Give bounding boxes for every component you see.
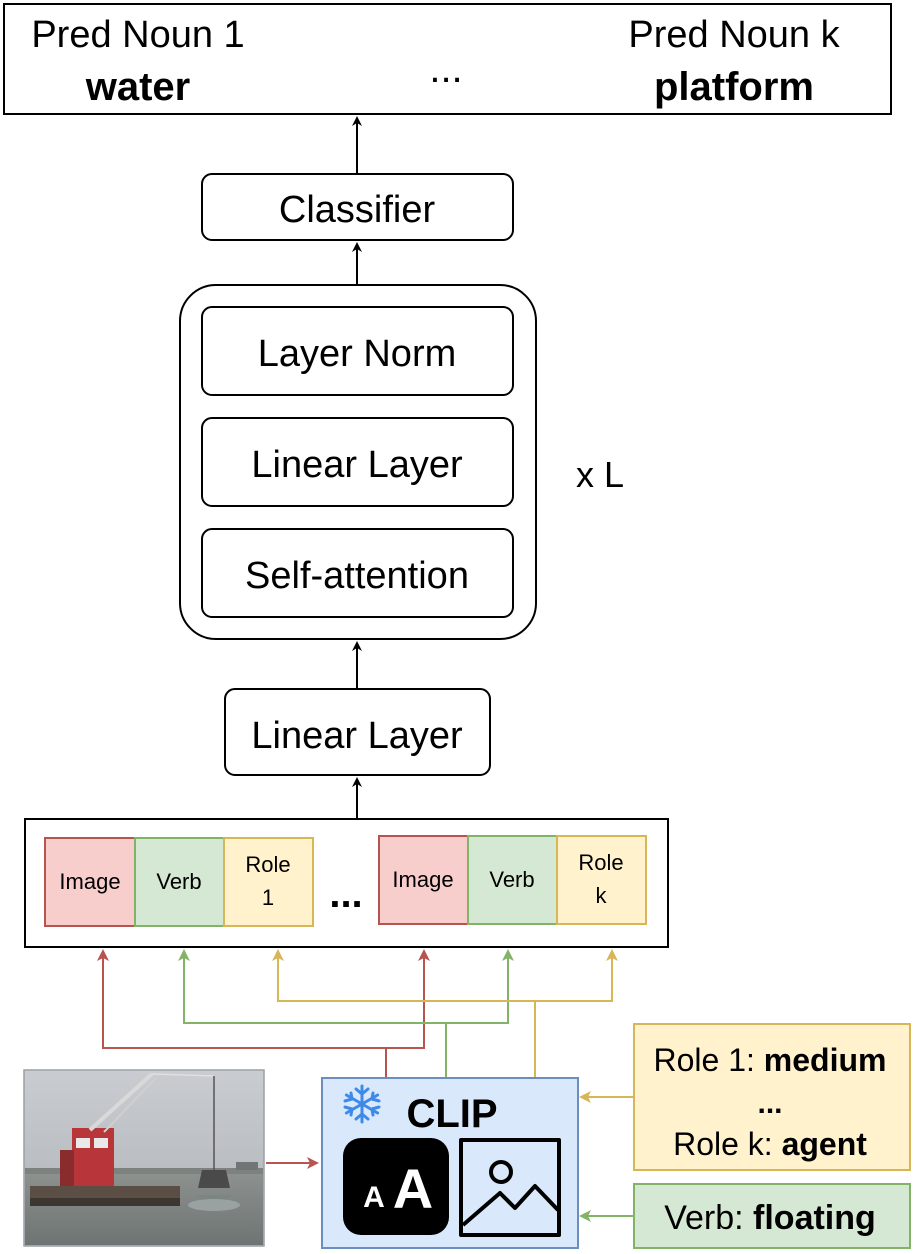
token-role-1: Role 1: [223, 837, 314, 927]
text-encoder-icon: A A: [343, 1138, 449, 1235]
token-ellipsis: ...: [329, 872, 362, 916]
role-connector-to-token-1: [272, 949, 536, 1078]
input-photo: [23, 1069, 265, 1247]
role-connector-to-token-k: [535, 949, 618, 1002]
snowflake-icon: [343, 1084, 381, 1124]
token-role-1-index: 1: [262, 885, 274, 910]
roles-input-box: Role 1: medium ... Role k: agent: [633, 1023, 911, 1171]
svg-text:A: A: [363, 1181, 385, 1214]
token-verb-k: Verb: [467, 835, 558, 925]
verb-connector-to-token-k: [446, 949, 514, 1024]
role-k-value: agent: [782, 1126, 868, 1162]
token-role-1-label: Role: [245, 852, 290, 877]
token-role-k-label: Role: [578, 850, 623, 875]
token-verb-k-label: Verb: [489, 867, 534, 892]
token-image-1: Image: [44, 837, 136, 927]
input-linear-layer-box: Linear Layer: [224, 688, 491, 776]
clip-encoder-box: CLIP A A: [321, 1077, 579, 1249]
verb-entry: Verb: floating: [664, 1199, 876, 1237]
token-verb-1-label: Verb: [156, 869, 201, 894]
prediction-output-box: Pred Noun 1 water ... Pred Noun k platfo…: [3, 3, 892, 115]
clip-verb-connectors: [178, 949, 514, 1078]
token-sequence-box: Image Verb Role 1 ... Image Verb Role k: [24, 818, 669, 948]
image-connector-to-token-k: [386, 949, 430, 1049]
image-connector-to-token-1: [97, 949, 387, 1078]
pred-noun-k-title: Pred Noun k: [628, 14, 840, 56]
transformer-linear-layer-box: Linear Layer: [201, 417, 514, 507]
role-1-value: medium: [764, 1042, 887, 1078]
repeat-x-l-label: x L: [576, 454, 624, 495]
token-image-k: Image: [378, 835, 469, 925]
token-verb-1: Verb: [134, 837, 225, 927]
verb-input-box: Verb: floating: [633, 1183, 911, 1249]
token-image-k-label: Image: [392, 867, 453, 892]
role-k-entry: Role k: agent: [673, 1126, 867, 1162]
roles-ellipsis: ...: [757, 1087, 782, 1120]
pred-noun-1-value: water: [85, 65, 191, 109]
role-1-prefix: Role 1:: [654, 1042, 764, 1078]
pred-noun-k-value: platform: [654, 65, 814, 109]
pred-noun-ellipsis: ...: [429, 47, 462, 91]
verb-value: floating: [753, 1199, 876, 1237]
token-image-1-label: Image: [59, 869, 120, 894]
verb-prefix: Verb:: [664, 1199, 753, 1237]
input-linear-layer-label: Linear Layer: [251, 715, 463, 757]
transformer-block: Layer Norm Linear Layer Self-attention: [179, 284, 537, 640]
verb-connector-to-token-1: [178, 949, 447, 1078]
role-k-prefix: Role k:: [673, 1126, 781, 1162]
image-encoder-icon: [459, 1138, 561, 1237]
token-role-k: Role k: [556, 835, 647, 925]
clip-role-connectors: [272, 949, 618, 1078]
svg-text:A: A: [393, 1157, 433, 1220]
self-attention-label: Self-attention: [245, 555, 469, 597]
pred-noun-1-title: Pred Noun 1: [31, 14, 244, 56]
token-role-k-index: k: [596, 883, 608, 908]
clip-title: CLIP: [406, 1092, 497, 1136]
clip-image-connectors: [97, 949, 430, 1078]
classifier-box: Classifier: [201, 173, 514, 241]
self-attention-box: Self-attention: [201, 528, 514, 618]
classifier-label: Classifier: [279, 189, 436, 231]
layer-norm-box: Layer Norm: [201, 306, 514, 396]
role-1-entry: Role 1: medium: [654, 1042, 887, 1078]
transformer-linear-layer-label: Linear Layer: [251, 444, 463, 486]
layer-norm-label: Layer Norm: [258, 333, 457, 375]
